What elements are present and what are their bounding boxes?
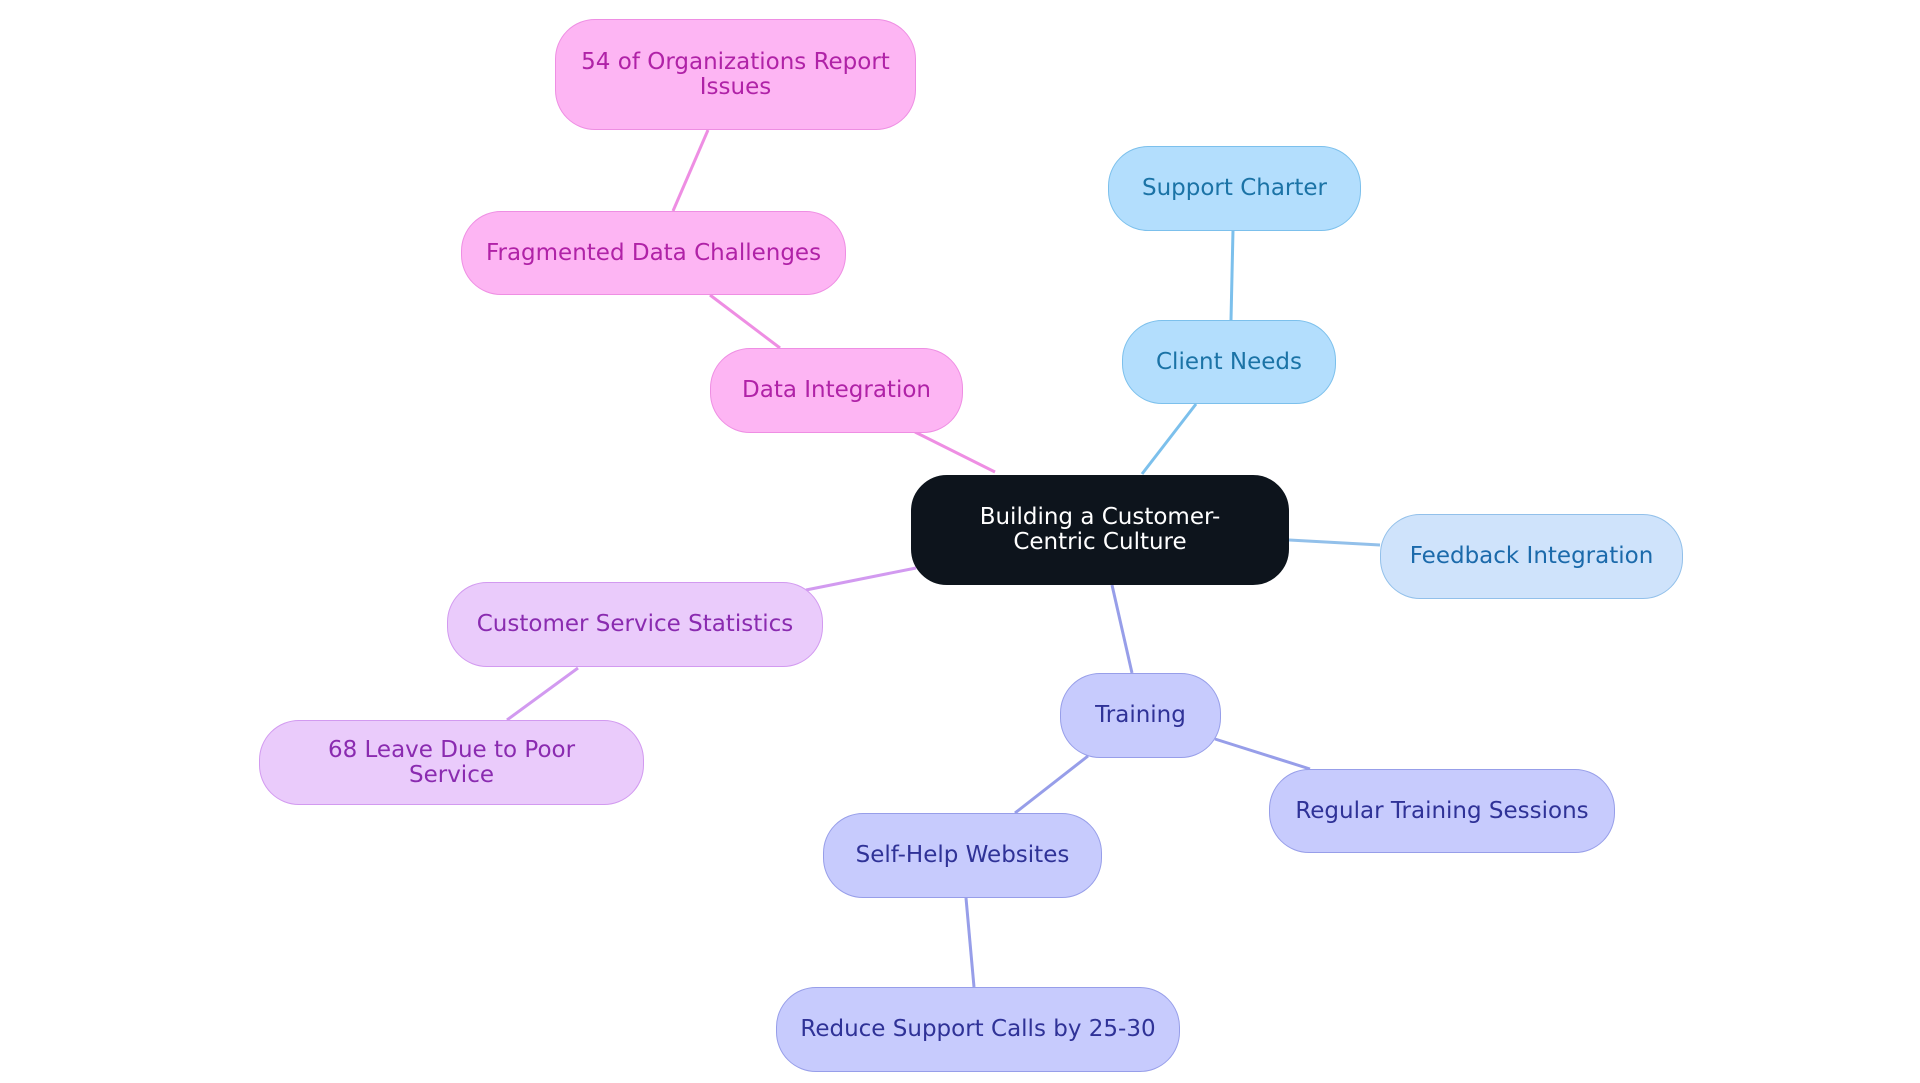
node-training[interactable]: Training — [1060, 673, 1221, 758]
node-org-report-label: 54 of Organizations Report Issues — [581, 48, 890, 100]
node-leave-poor-service-label: 68 Leave Due to Poor Service — [327, 736, 576, 788]
node-support-charter-label: Support Charter — [1141, 175, 1328, 201]
node-root[interactable]: Building a Customer-Centric Culture — [911, 475, 1289, 585]
node-self-help-websites-label: Self-Help Websites — [855, 842, 1070, 868]
node-root-label: Building a Customer-Centric Culture — [979, 504, 1221, 555]
node-reduce-support-calls[interactable]: Reduce Support Calls by 25-30 — [776, 987, 1180, 1072]
node-regular-training[interactable]: Regular Training Sessions — [1269, 769, 1615, 853]
node-org-report[interactable]: 54 of Organizations Report Issues — [555, 19, 916, 130]
node-data-integration[interactable]: Data Integration — [710, 348, 963, 433]
node-training-label: Training — [1095, 702, 1186, 728]
node-fragmented-data[interactable]: Fragmented Data Challenges — [461, 211, 846, 295]
node-regular-training-label: Regular Training Sessions — [1295, 797, 1589, 824]
edge-root-cs-stats — [805, 566, 917, 592]
edge-client-needs-support-charter — [1229, 229, 1235, 321]
node-client-needs-label: Client Needs — [1156, 348, 1302, 375]
node-feedback-integration[interactable]: Feedback Integration — [1380, 514, 1683, 599]
edge-self-help-reduce — [964, 897, 976, 988]
edge-data-integration-fragmented — [709, 293, 781, 350]
node-self-help-websites[interactable]: Self-Help Websites — [823, 813, 1102, 898]
edge-root-feedback — [1288, 538, 1381, 547]
edge-cs-stats-leave — [506, 666, 579, 722]
edge-training-regular — [1214, 737, 1311, 771]
edge-root-client-needs — [1140, 403, 1198, 475]
edge-fragmented-org-report — [671, 129, 710, 212]
node-client-needs[interactable]: Client Needs — [1122, 320, 1336, 404]
node-customer-service-statistics[interactable]: Customer Service Statistics — [447, 582, 823, 667]
node-data-integration-label: Data Integration — [742, 377, 931, 403]
edge-training-self-help — [1014, 754, 1089, 815]
node-feedback-integration-label: Feedback Integration — [1409, 543, 1654, 569]
node-leave-poor-service[interactable]: 68 Leave Due to Poor Service — [259, 720, 644, 805]
edge-root-training — [1110, 584, 1134, 674]
edge-root-data-integration — [914, 430, 996, 474]
node-support-charter[interactable]: Support Charter — [1108, 146, 1361, 231]
node-fragmented-data-label: Fragmented Data Challenges — [485, 239, 822, 266]
node-customer-service-statistics-label: Customer Service Statistics — [476, 611, 794, 637]
node-reduce-support-calls-label: Reduce Support Calls by 25-30 — [800, 1016, 1156, 1042]
